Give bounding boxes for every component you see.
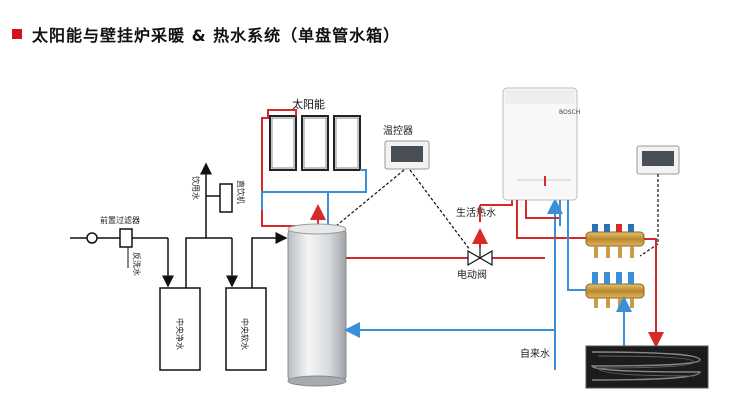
- boiler-brand: BOSCH: [559, 109, 580, 116]
- flush-water-label: 反洗水: [132, 252, 142, 276]
- boiler-heating-supply: [516, 200, 586, 239]
- inlet-valve: [86, 232, 98, 244]
- pre-filter: [119, 228, 133, 248]
- solar-panel-3: [333, 115, 361, 171]
- central-softener-label: 中央软水: [240, 318, 250, 350]
- thermostat-tank-signal: [335, 169, 405, 227]
- central-purifier-label: 中央净水: [175, 318, 185, 350]
- central-purifier: [159, 287, 201, 371]
- motorized-valve: [467, 248, 493, 267]
- page-title: 太阳能与壁挂炉采暖 & 热水系统（单盘管水箱）: [32, 26, 401, 45]
- central-softener: [225, 287, 267, 371]
- floor-supply-pipe: [644, 238, 664, 348]
- water-tank: [287, 223, 347, 387]
- drinking-water-label: 饮用水: [191, 176, 201, 200]
- wall-boiler: BOSCH: [502, 87, 580, 201]
- boiler-heating-return: [567, 200, 586, 291]
- solar-return-pipe: [261, 169, 367, 210]
- motorized-valve-label: 电动阀: [457, 268, 487, 281]
- tap-water-label: 自来水: [520, 347, 550, 360]
- thermostat-right: [636, 145, 680, 175]
- title-bar: 太阳能与壁挂炉采暖 & 热水系统（单盘管水箱）: [12, 22, 400, 46]
- solar-panels: 太阳能: [269, 97, 361, 171]
- domestic-hot-water-label: 生活热水: [456, 206, 496, 219]
- tap-cold-to-tank: [344, 322, 556, 340]
- manifold-return: [585, 272, 645, 308]
- manifold-supply: [585, 224, 645, 258]
- water-dispenser-label: 直饮机: [236, 180, 246, 204]
- water-dispenser: [219, 183, 233, 213]
- thermostat-valve-signal: [409, 169, 471, 251]
- thermostat-label: 温控器: [383, 124, 413, 137]
- pre-filter-label: 前置过滤器: [100, 215, 140, 225]
- title-marker: [12, 29, 22, 39]
- thermostat-center: 温控器: [383, 124, 430, 170]
- solar-panel-1: [269, 115, 297, 171]
- solar-label: 太阳能: [292, 97, 325, 111]
- solar-panel-2: [301, 115, 329, 171]
- floor-heating-coil: [585, 345, 709, 389]
